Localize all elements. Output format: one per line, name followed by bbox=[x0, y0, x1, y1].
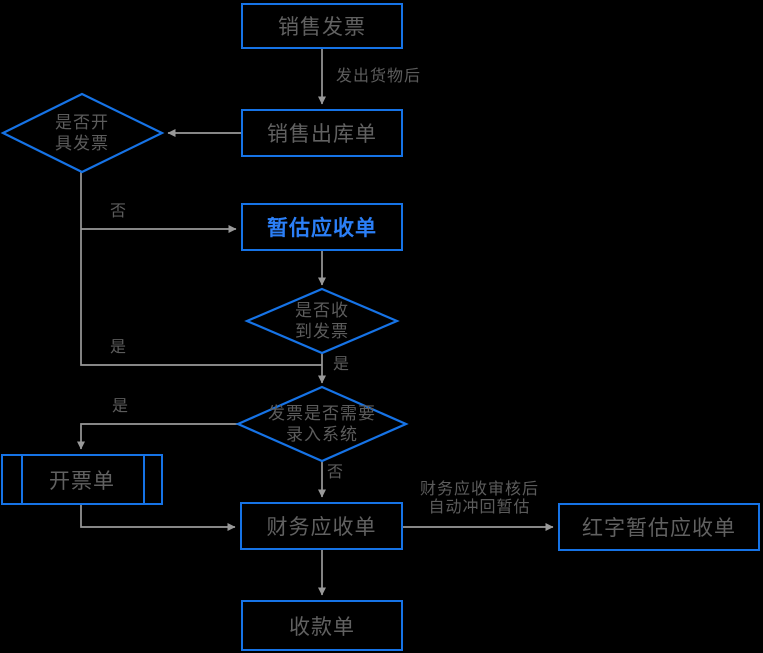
node-financial-receivable-label: 财务应收单 bbox=[266, 516, 377, 539]
decision-issue-invoice-shape bbox=[0, 92, 165, 174]
edge-label-yes-entry: 是 bbox=[112, 398, 130, 415]
node-sales-invoice-label: 销售发票 bbox=[278, 16, 366, 39]
decision-entry-system-line2: 录入系统 bbox=[286, 425, 358, 444]
decision-invoice-received-label: 是否收 到发票 bbox=[262, 297, 382, 345]
decision-invoice-received-shape bbox=[244, 287, 400, 355]
node-estimated-receivable-label: 暂估应收单 bbox=[267, 217, 377, 240]
edge-label-reversal: 财务应收审核后 自动冲回暂估 bbox=[403, 481, 556, 517]
node-receipt-label: 收款单 bbox=[289, 615, 355, 639]
node-receipt[interactable]: 收款单 bbox=[241, 600, 403, 651]
decision-issue-invoice-line1: 是否开 bbox=[55, 113, 109, 132]
node-invoicing-order[interactable]: 开票单 bbox=[1, 454, 163, 505]
decision-issue-invoice-label: 是否开 具发票 bbox=[22, 109, 142, 157]
edge-label-no-entry: 否 bbox=[327, 464, 345, 481]
edge-label-after-shipping: 发出货物后 bbox=[336, 68, 422, 85]
node-sales-outbound[interactable]: 销售出库单 bbox=[241, 109, 403, 157]
edge-decision-entry-yes-to-invoicing bbox=[77, 423, 238, 450]
edge-label-yes-issue: 是 bbox=[110, 339, 128, 356]
node-red-estimated-receivable[interactable]: 红字暂估应收单 bbox=[558, 503, 760, 551]
node-red-estimated-receivable-label: 红字暂估应收单 bbox=[582, 517, 736, 540]
edge-label-no-issue: 否 bbox=[110, 203, 128, 220]
decision-invoice-received-line2: 到发票 bbox=[295, 322, 349, 341]
node-estimated-receivable[interactable]: 暂估应收单 bbox=[241, 203, 403, 251]
node-sales-invoice[interactable]: 销售发票 bbox=[241, 3, 403, 49]
node-financial-receivable[interactable]: 财务应收单 bbox=[240, 502, 403, 550]
edge-label-reversal-line2: 自动冲回暂估 bbox=[428, 499, 531, 516]
decision-entry-system-label: 发票是否需要 录入系统 bbox=[242, 400, 402, 448]
edge-label-yes-received: 是 bbox=[333, 356, 351, 373]
decision-entry-system-line1: 发票是否需要 bbox=[268, 404, 376, 423]
edge-invoicing-to-financial bbox=[80, 505, 236, 531]
decision-entry-system-shape bbox=[235, 385, 409, 463]
node-invoicing-order-label: 开票单 bbox=[49, 469, 115, 493]
node-sales-outbound-label: 销售出库单 bbox=[267, 123, 377, 146]
edge-label-reversal-line1: 财务应收审核后 bbox=[419, 481, 539, 498]
decision-invoice-received-line1: 是否收 bbox=[295, 301, 349, 320]
decision-issue-invoice-line2: 具发票 bbox=[55, 134, 109, 153]
edge-decision-issue-yes-trunk bbox=[80, 172, 322, 366]
subprocess-left-bar bbox=[21, 456, 23, 503]
subprocess-right-bar bbox=[143, 456, 145, 503]
